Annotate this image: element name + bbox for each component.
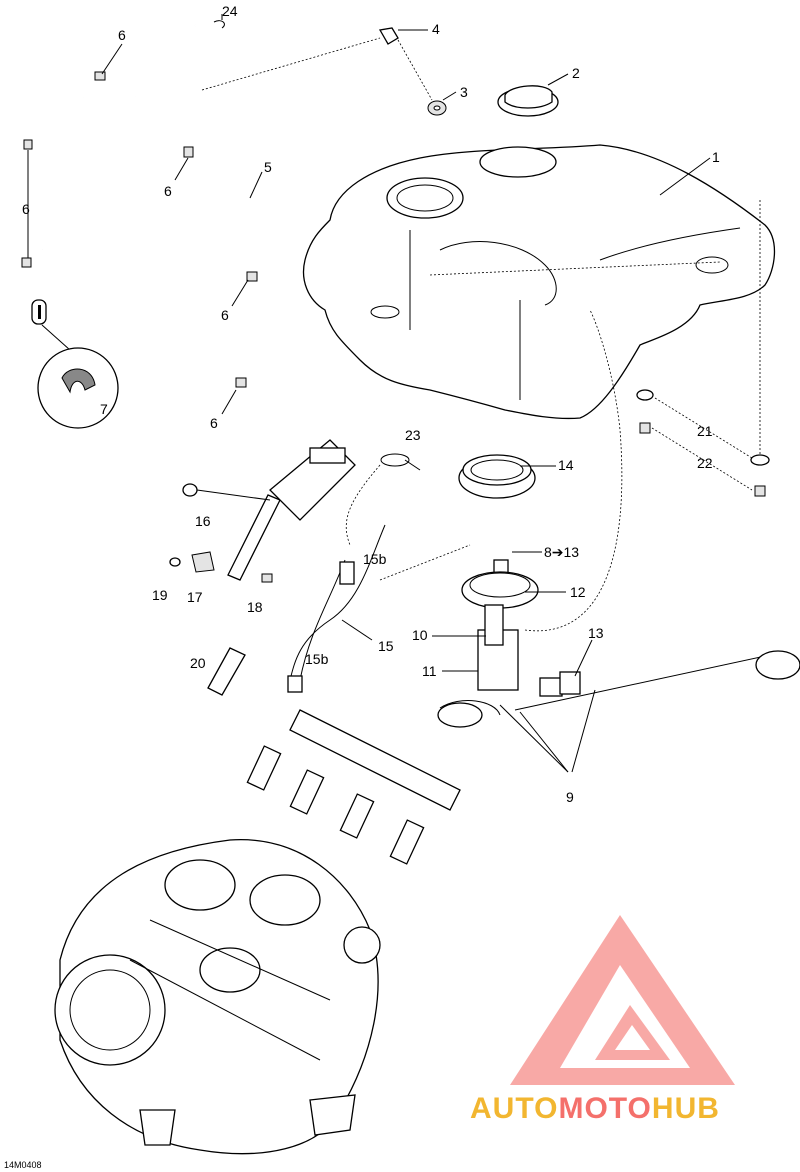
callout-15b-lower: 15b — [305, 651, 329, 667]
brand-auto: AUTO — [470, 1092, 558, 1125]
callout-10: 10 — [412, 627, 428, 643]
callout-6-mid: 6 — [164, 183, 172, 199]
svg-text:AUTOMOTOHUB: AUTOMOTOHUB — [470, 1092, 720, 1125]
callout-22: 22 — [697, 455, 713, 471]
callout-15: 15 — [378, 638, 394, 654]
mounting-bracket — [169, 439, 356, 583]
detail-circle-clip — [31, 299, 119, 429]
hose-clamp-23 — [345, 453, 421, 546]
callout-18: 18 — [247, 599, 263, 615]
vent-tube-assembly — [21, 23, 381, 451]
fuel-lines — [287, 524, 471, 693]
fuel-pump-module — [437, 309, 800, 728]
callout-labels: 24 6 4 2 3 1 5 6 6 6 6 7 23 14 21 22 16 … — [22, 3, 720, 805]
grommet — [427, 100, 447, 116]
callout-4: 4 — [432, 21, 440, 37]
watermark-wordmark: AUTOMOTOHUB — [470, 1092, 720, 1125]
clip-24 — [213, 20, 225, 29]
callout-8-to-13: 8➔13 — [544, 544, 579, 560]
callout-3: 3 — [460, 84, 468, 100]
callout-6-low: 6 — [210, 415, 218, 431]
fuel-tank — [302, 144, 776, 460]
callout-23: 23 — [405, 427, 421, 443]
engine-block — [54, 839, 381, 1155]
brand-moto: MOTO — [558, 1092, 651, 1125]
brand-hub: HUB — [652, 1092, 720, 1125]
diagram-reference-code: 14M0408 — [4, 1160, 42, 1170]
watermark-logo — [510, 915, 735, 1085]
callout-11: 11 — [422, 663, 437, 679]
callout-20: 20 — [190, 655, 206, 671]
tank-cap — [497, 85, 559, 117]
callout-6-top: 6 — [118, 27, 126, 43]
callout-13: 13 — [588, 625, 604, 641]
elbow-fitting — [378, 27, 433, 101]
callout-17: 17 — [187, 589, 203, 605]
callout-5: 5 — [264, 159, 272, 175]
callout-7: 7 — [100, 401, 108, 417]
callout-12: 12 — [570, 584, 586, 600]
pump-lock-ring — [458, 454, 536, 499]
callout-21: 21 — [697, 423, 713, 439]
callout-6-left: 6 — [22, 201, 30, 217]
callout-14: 14 — [558, 457, 574, 473]
fuel-rail-injectors — [246, 709, 461, 865]
callout-19: 19 — [152, 587, 168, 603]
callout-24: 24 — [222, 3, 238, 19]
washer-and-nut — [636, 389, 770, 497]
callout-1: 1 — [712, 149, 720, 165]
callout-15b-upper: 15b — [363, 551, 387, 567]
leader-lines — [101, 14, 711, 773]
callout-9: 9 — [566, 789, 574, 805]
callout-16: 16 — [195, 513, 211, 529]
callout-2: 2 — [572, 65, 580, 81]
callout-6-right: 6 — [221, 307, 229, 323]
vapour-hose — [207, 647, 246, 696]
